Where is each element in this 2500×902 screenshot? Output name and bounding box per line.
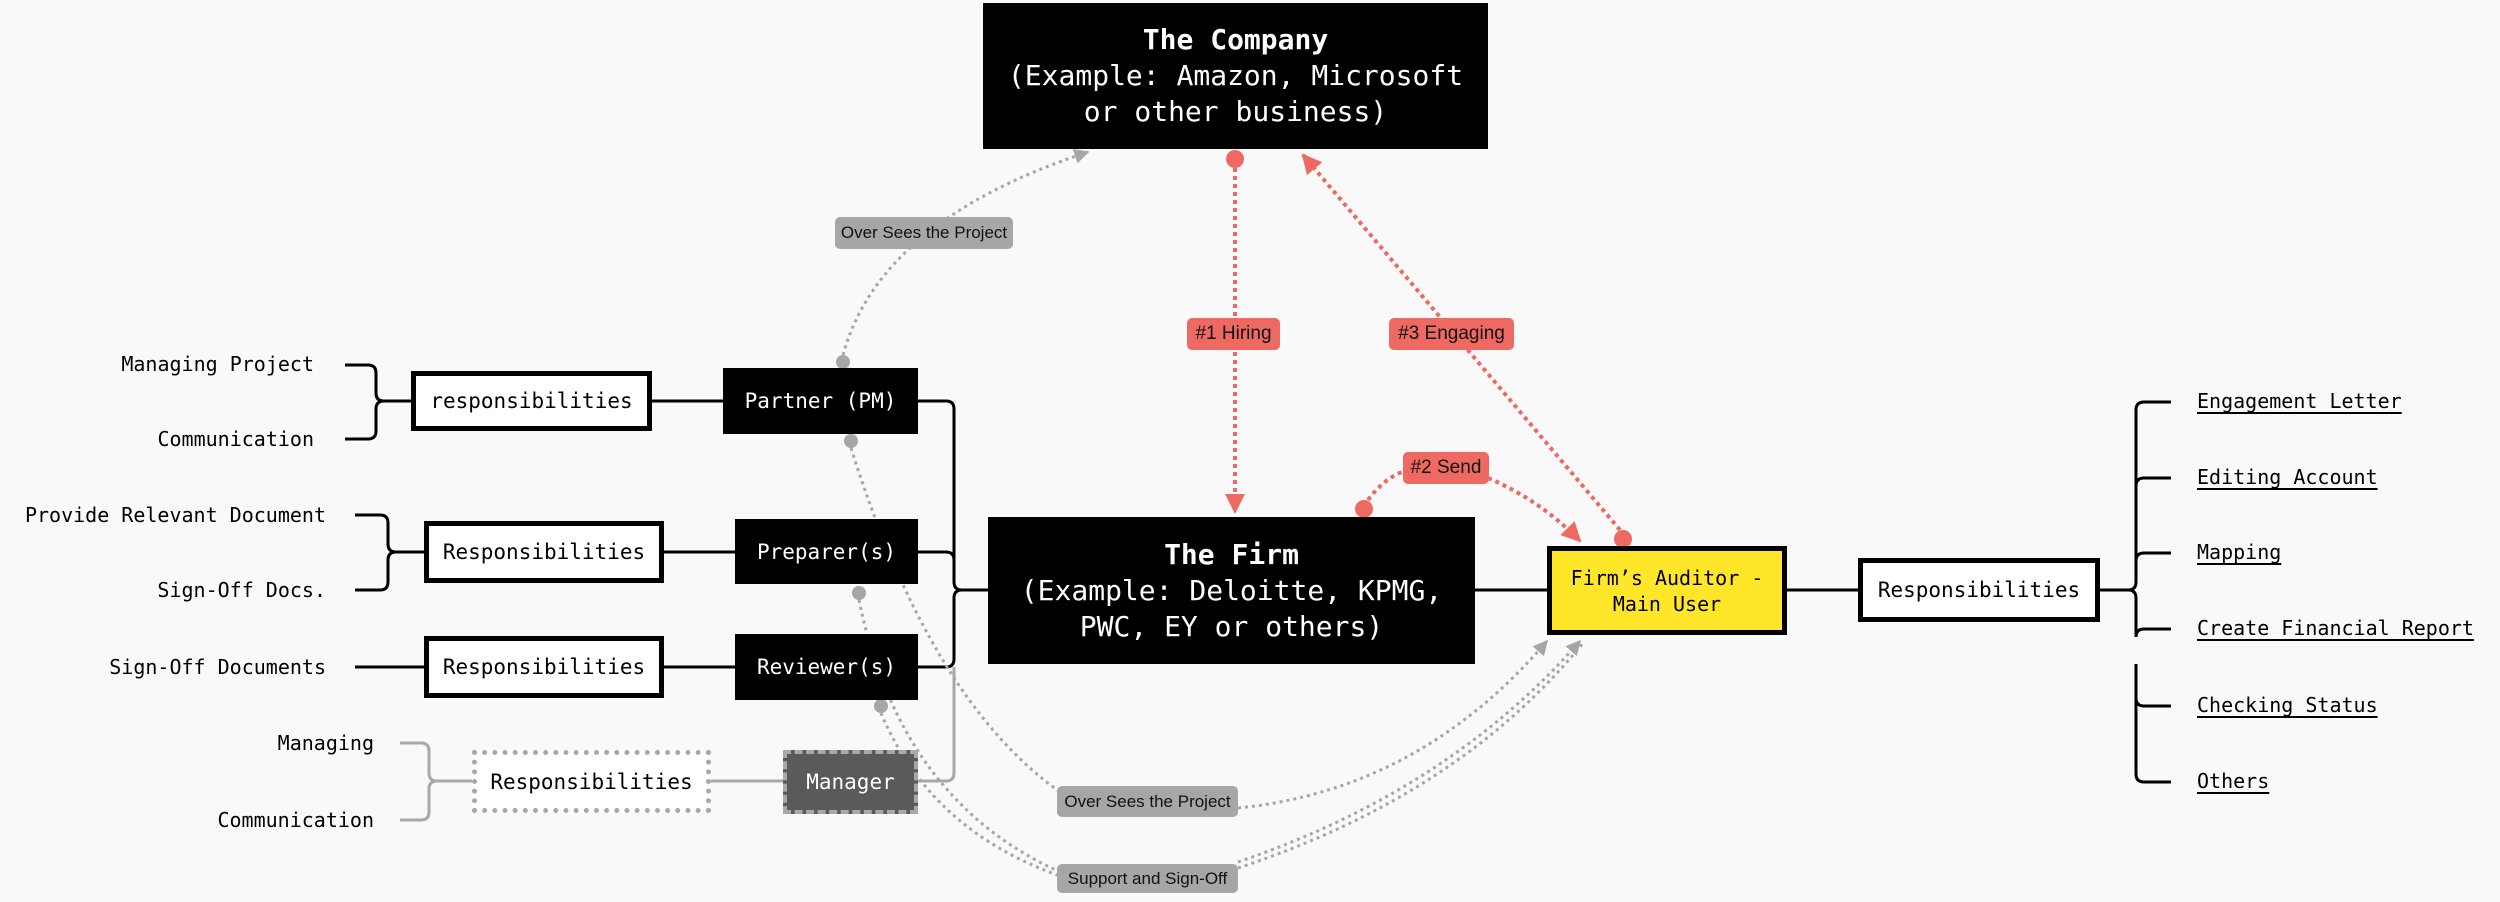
manager-responsibilities-node[interactable]: Responsibilities bbox=[472, 750, 711, 813]
firm-example-line1: (Example: Deloitte, KPMG, bbox=[1020, 573, 1443, 607]
flow-label-send: #2 Send bbox=[1403, 452, 1489, 484]
partner-duty-bracket bbox=[345, 363, 413, 441]
company-title: The Company bbox=[1142, 23, 1329, 56]
duty-manager-communication: Communication bbox=[217, 808, 374, 832]
resp-item-checking-status[interactable]: Checking Status bbox=[2197, 693, 2378, 717]
resp-item-create-financial-report[interactable]: Create Financial Report bbox=[2197, 616, 2474, 640]
reviewer-responsibilities-node[interactable]: Responsibilities bbox=[424, 636, 664, 698]
auditor-label-line2: Main User bbox=[1612, 591, 1722, 616]
flow-label-oversees-auditor: Over Sees the Project bbox=[1057, 786, 1238, 817]
engaging-flow bbox=[1301, 153, 1632, 548]
role-reviewer-label: Reviewer(s) bbox=[756, 655, 897, 679]
flow-label-hiring: #1 Hiring bbox=[1187, 318, 1280, 350]
resp-item-editing-account[interactable]: Editing Account bbox=[2197, 465, 2378, 489]
firm-node[interactable]: The Firm (Example: Deloitte, KPMG, PWC, … bbox=[988, 517, 1475, 664]
auditor-node[interactable]: Firm’s Auditor - Main User bbox=[1547, 546, 1787, 635]
duty-sign-off-docs: Sign-Off Docs. bbox=[157, 578, 326, 602]
manager-to-bracket bbox=[918, 667, 956, 783]
duty-partner-communication: Communication bbox=[157, 427, 314, 451]
auditor-responsibilities-node[interactable]: Responsibilities bbox=[1858, 558, 2100, 622]
reviewer-responsibilities-label: Responsibilities bbox=[442, 655, 646, 679]
duty-managing-project: Managing Project bbox=[121, 352, 314, 376]
partner-responsibilities-node[interactable]: responsibilities bbox=[411, 371, 652, 431]
firm-title: The Firm bbox=[1164, 537, 1299, 571]
auditor-resp-bracket bbox=[2100, 400, 2171, 784]
role-links bbox=[652, 399, 735, 669]
partner-oversees-auditor-flow bbox=[844, 434, 1547, 810]
resp-item-others[interactable]: Others bbox=[2197, 769, 2270, 793]
partner-oversees-company-flow bbox=[836, 149, 1090, 369]
preparer-responsibilities-node[interactable]: Responsibilities bbox=[424, 521, 664, 583]
duty-sign-off-documents: Sign-Off Documents bbox=[109, 655, 326, 679]
roles-to-firm-bracket bbox=[918, 399, 988, 669]
company-node[interactable]: The Company (Example: Amazon, Microsoft … bbox=[983, 3, 1488, 149]
manager-responsibilities-label: Responsibilities bbox=[490, 769, 693, 794]
resp-item-engagement-letter[interactable]: Engagement Letter bbox=[2197, 389, 2402, 413]
partner-responsibilities-label: responsibilities bbox=[430, 389, 633, 413]
company-example-line1: (Example: Amazon, Microsoft bbox=[1007, 59, 1464, 92]
manager-duty-bracket bbox=[400, 741, 472, 822]
preparer-duty-bracket bbox=[355, 513, 426, 592]
role-reviewer[interactable]: Reviewer(s) bbox=[735, 634, 918, 700]
preparer-responsibilities-label: Responsibilities bbox=[442, 540, 646, 564]
preparer-support-flow bbox=[852, 586, 1580, 874]
resp-item-mapping[interactable]: Mapping bbox=[2197, 540, 2282, 564]
role-preparer-label: Preparer(s) bbox=[756, 539, 897, 564]
flow-label-oversees-company: Over Sees the Project bbox=[835, 217, 1013, 249]
auditor-responsibilities-label: Responsibilities bbox=[1877, 578, 2081, 602]
firm-example-line2: PWC, EY or others) bbox=[1079, 609, 1384, 643]
role-manager[interactable]: Manager bbox=[783, 750, 918, 814]
role-partner[interactable]: Partner (PM) bbox=[723, 368, 918, 434]
flow-label-support-signoff: Support and Sign-Off bbox=[1057, 864, 1238, 893]
role-partner-label: Partner (PM) bbox=[744, 389, 897, 413]
reviewer-support-flow bbox=[874, 642, 1585, 878]
role-preparer[interactable]: Preparer(s) bbox=[735, 519, 918, 584]
company-example-line2: or other business) bbox=[1083, 95, 1388, 128]
duty-managing: Managing bbox=[277, 731, 374, 755]
role-manager-label: Manager bbox=[806, 770, 895, 794]
duty-provide-relevant-document: Provide Relevant Document bbox=[24, 503, 326, 527]
auditor-label-line1: Firm’s Auditor - bbox=[1570, 565, 1764, 590]
flow-label-engaging: #3 Engaging bbox=[1389, 318, 1514, 350]
